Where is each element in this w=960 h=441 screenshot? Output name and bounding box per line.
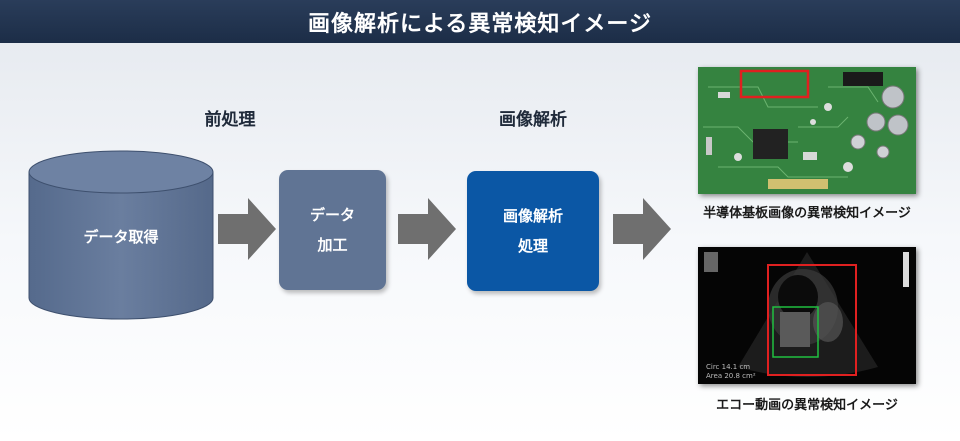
database-label: データ取得 <box>83 228 159 246</box>
arrow-right-icon <box>398 198 456 260</box>
echo-caption: エコー動画の異常検知イメージ <box>716 398 898 413</box>
svg-text:Circ 14.1 cm: Circ 14.1 cm <box>706 363 750 371</box>
data-processing-line2: 加工 <box>317 236 348 254</box>
page-title: 画像解析による異常検知イメージ <box>308 11 652 37</box>
arrow-right-icon <box>613 198 671 260</box>
svg-text:Area 20.8 cm²: Area 20.8 cm² <box>706 372 756 380</box>
circuit-board-caption: 半導体基板画像の異常検知イメージ <box>703 206 911 221</box>
image-analysis-box: 画像解析 処理 <box>467 171 599 291</box>
echocardiogram-image: Circ 14.1 cm Area 20.8 cm² <box>698 247 916 384</box>
preprocessing-label: 前処理 <box>204 110 256 130</box>
title-banner: 画像解析による異常検知イメージ <box>0 0 960 43</box>
arrow-right-icon <box>218 198 276 260</box>
circuit-board-image <box>698 67 916 194</box>
analysis-label: 画像解析 <box>499 110 567 130</box>
data-processing-line1: データ <box>309 206 355 224</box>
image-analysis-line2: 処理 <box>517 237 548 255</box>
image-analysis-line1: 画像解析 <box>502 207 563 225</box>
data-processing-box: データ 加工 <box>279 170 386 290</box>
database-cylinder-icon <box>28 150 214 320</box>
